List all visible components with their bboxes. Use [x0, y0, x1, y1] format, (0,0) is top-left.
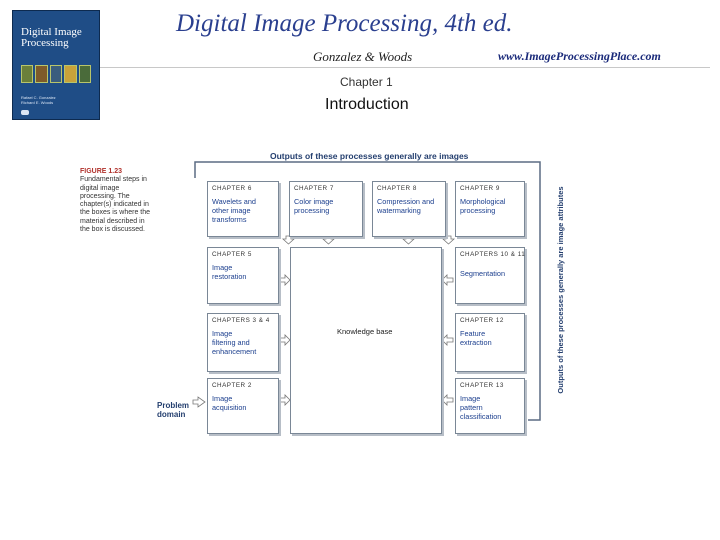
arrow-icon: [279, 395, 290, 405]
box-description: Feature extraction: [460, 329, 492, 347]
box-restoration: CHAPTER 5 Image restoration: [207, 247, 279, 304]
arrow-icon: [442, 275, 453, 285]
problem-domain-line-1: Problem: [157, 401, 189, 410]
box-filtering: CHAPTERS 3 & 4 Image filtering and enhan…: [207, 313, 279, 372]
arrow-icon: [442, 395, 453, 405]
arrow-icon: [279, 335, 290, 345]
box-description: Segmentation: [460, 269, 505, 278]
box-chapter: CHAPTER 13: [460, 382, 504, 389]
box-chapter: CHAPTER 5: [212, 251, 252, 258]
box-acquisition: CHAPTER 2 Image acquisition: [207, 378, 279, 434]
problem-domain-line-2: domain: [157, 410, 189, 419]
box-chapter: CHAPTER 12: [460, 317, 504, 324]
box-color: CHAPTER 7 Color image processing: [289, 181, 363, 237]
box-feature: CHAPTER 12 Feature extraction: [455, 313, 525, 372]
arrow-icon: [403, 236, 414, 244]
box-description: Image acquisition: [212, 394, 246, 412]
arrow-icon: [283, 236, 294, 244]
box-classification: CHAPTER 13 Image pattern classification: [455, 378, 525, 434]
box-description: Compression and watermarking: [377, 197, 434, 215]
box-chapter: CHAPTERS 3 & 4: [212, 317, 270, 324]
knowledge-base-label: Knowledge base: [337, 327, 392, 336]
side-output-label: Outputs of these processes generally are…: [547, 172, 556, 408]
box-segmentation: CHAPTERS 10 & 11 Segmentation: [455, 247, 525, 304]
box-description: Image restoration: [212, 263, 246, 281]
box-description: Morphological processing: [460, 197, 505, 215]
box-compression: CHAPTER 8 Compression and watermarking: [372, 181, 446, 237]
arrow-icon: [279, 275, 290, 285]
box-chapter: CHAPTER 7: [294, 185, 334, 192]
arrow-icon: [323, 236, 334, 244]
box-description: Color image processing: [294, 197, 333, 215]
side-output-label-text: Outputs of these processes generally are…: [556, 172, 565, 408]
box-description: Wavelets and other image transforms: [212, 197, 256, 225]
box-description: Image filtering and enhancement: [212, 329, 256, 357]
arrow-icon: [443, 236, 454, 244]
box-chapter: CHAPTER 2: [212, 382, 252, 389]
problem-domain-label: Problem domain: [157, 401, 189, 419]
box-description: Image pattern classification: [460, 394, 501, 422]
top-output-label: Outputs of these processes generally are…: [270, 151, 468, 161]
box-wavelets: CHAPTER 6 Wavelets and other image trans…: [207, 181, 279, 237]
arrow-icon: [193, 397, 205, 407]
box-chapter: CHAPTER 8: [377, 185, 417, 192]
box-chapter: CHAPTER 9: [460, 185, 500, 192]
knowledge-base-box: Knowledge base: [290, 247, 442, 434]
box-chapter: CHAPTERS 10 & 11: [460, 251, 525, 258]
box-morphological: CHAPTER 9 Morphological processing: [455, 181, 525, 237]
arrow-icon: [442, 335, 453, 345]
box-chapter: CHAPTER 6: [212, 185, 252, 192]
